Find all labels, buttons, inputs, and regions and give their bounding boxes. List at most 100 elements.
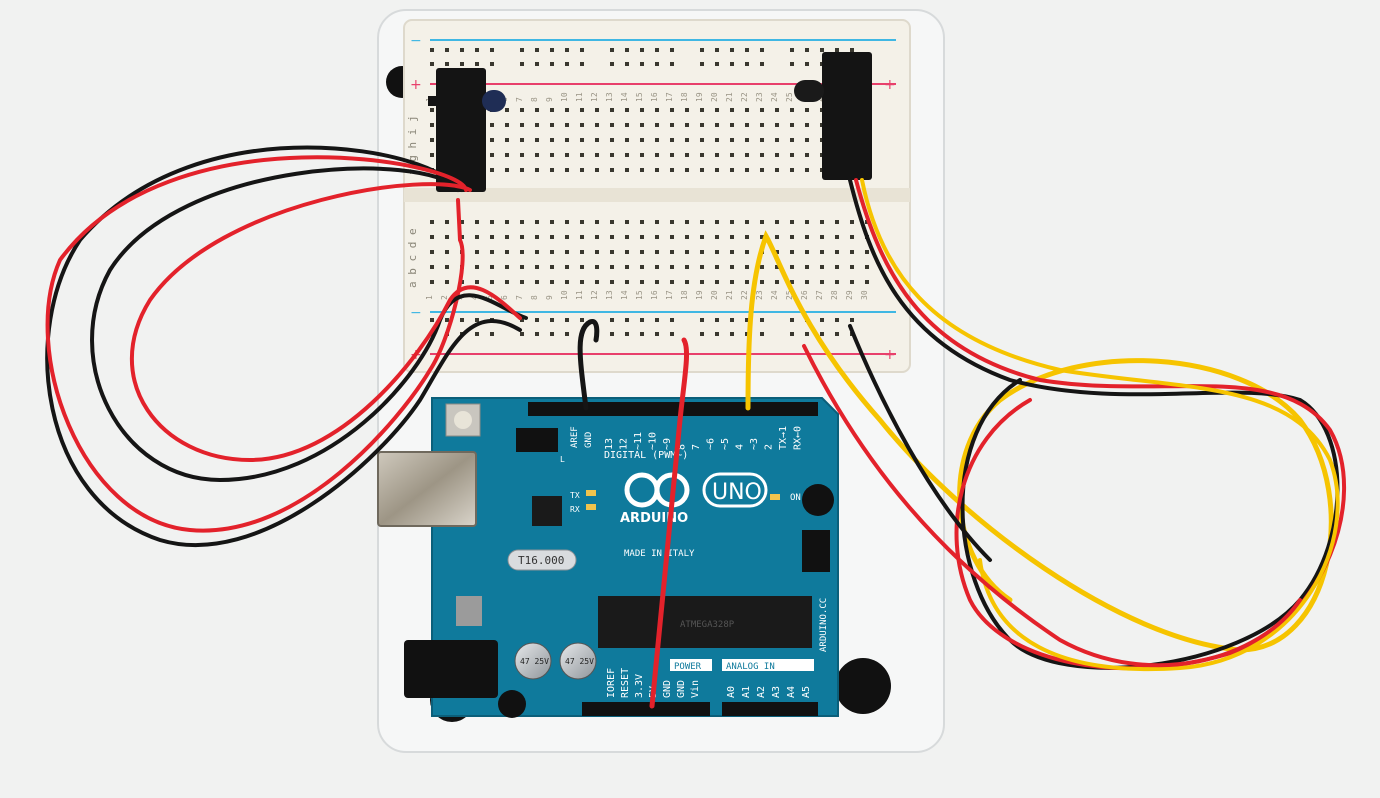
breadboard-hole (730, 280, 734, 284)
rail-hole (760, 62, 764, 66)
breadboard-hole (550, 123, 554, 127)
breadboard-hole (730, 153, 734, 157)
breadboard-hole (610, 220, 614, 224)
breadboard-hole (655, 250, 659, 254)
breadboard-hole (430, 280, 434, 284)
breadboard-hole (715, 250, 719, 254)
breadboard-hole (715, 280, 719, 284)
breadboard-hole (775, 280, 779, 284)
breadboard-hole (790, 153, 794, 157)
breadboard-hole (625, 250, 629, 254)
breadboard-hole (715, 108, 719, 112)
breadboard-hole (760, 235, 764, 239)
column-number: 27 (815, 290, 824, 300)
ir-sensor-left (428, 68, 506, 192)
breadboard-hole (565, 123, 569, 127)
breadboard-hole (685, 153, 689, 157)
column-number: 23 (755, 92, 764, 102)
column-number: 12 (590, 290, 599, 300)
breadboard-hole (490, 123, 494, 127)
breadboard-hole (580, 220, 584, 224)
breadboard-hole (505, 220, 509, 224)
rail-hole (850, 48, 854, 52)
breadboard-hole (520, 235, 524, 239)
breadboard-hole (700, 250, 704, 254)
breadboard-hole (445, 220, 449, 224)
breadboard-hole (550, 108, 554, 112)
rail-hole (445, 62, 449, 66)
rail-hole (565, 332, 569, 336)
rail-hole (715, 332, 719, 336)
pin-label: A3 (771, 686, 782, 698)
breadboard-hole (565, 108, 569, 112)
capacitor (514, 642, 552, 680)
column-number: 28 (830, 290, 839, 300)
column-number: 21 (725, 290, 734, 300)
rail-hole (745, 62, 749, 66)
breadboard-hole (550, 265, 554, 269)
breadboard-hole (550, 235, 554, 239)
breadboard-hole (745, 280, 749, 284)
breadboard-hole (520, 265, 524, 269)
rail-hole (475, 48, 479, 52)
pin-label: A1 (741, 686, 752, 698)
breadboard-hole (760, 168, 764, 172)
rail-hole (655, 48, 659, 52)
column-number: 18 (680, 290, 689, 300)
rail-hole (805, 48, 809, 52)
breadboard-hole (430, 235, 434, 239)
column-number: 15 (635, 290, 644, 300)
rail-hole (445, 318, 449, 322)
column-number: 11 (575, 290, 584, 300)
breadboard-hole (490, 250, 494, 254)
breadboard-hole (550, 280, 554, 284)
breadboard-hole (580, 138, 584, 142)
rail-hole (700, 332, 704, 336)
column-number: 17 (665, 92, 674, 102)
breadboard-hole (805, 108, 809, 112)
breadboard-hole (790, 123, 794, 127)
pin-label: ~9 (662, 438, 673, 450)
rail-hole (625, 332, 629, 336)
breadboard-hole (685, 168, 689, 172)
rail-minus-label: − (410, 305, 422, 321)
column-number: 10 (560, 290, 569, 300)
column-number: 17 (665, 290, 674, 300)
breadboard-hole (475, 280, 479, 284)
rail-hole (790, 318, 794, 322)
rail-hole (670, 48, 674, 52)
breadboard-hole (490, 153, 494, 157)
rail-hole (835, 318, 839, 322)
breadboard-hole (790, 250, 794, 254)
analog-header-label: ANALOG IN (726, 662, 775, 672)
rail-hole (835, 332, 839, 336)
rail-hole (520, 48, 524, 52)
breadboard-hole (805, 153, 809, 157)
breadboard-hole (505, 168, 509, 172)
rail-hole (610, 318, 614, 322)
led-on-label: ON (790, 493, 801, 503)
column-number: 8 (530, 295, 539, 300)
breadboard-hole (685, 265, 689, 269)
breadboard-hole (745, 123, 749, 127)
breadboard-hole (835, 250, 839, 254)
rail-hole (565, 318, 569, 322)
rail-hole (550, 48, 554, 52)
breadboard-hole (550, 153, 554, 157)
rail-hole (730, 48, 734, 52)
breadboard-hole (460, 220, 464, 224)
rail-hole (460, 62, 464, 66)
breadboard-hole (685, 235, 689, 239)
breadboard-hole (805, 280, 809, 284)
breadboard-hole (520, 280, 524, 284)
column-number: 29 (845, 290, 854, 300)
breadboard-hole (760, 265, 764, 269)
breadboard-hole (625, 108, 629, 112)
pin-label: Vin (690, 680, 701, 698)
breadboard-hole (475, 235, 479, 239)
breadboard-hole (790, 280, 794, 284)
rail-hole (580, 318, 584, 322)
